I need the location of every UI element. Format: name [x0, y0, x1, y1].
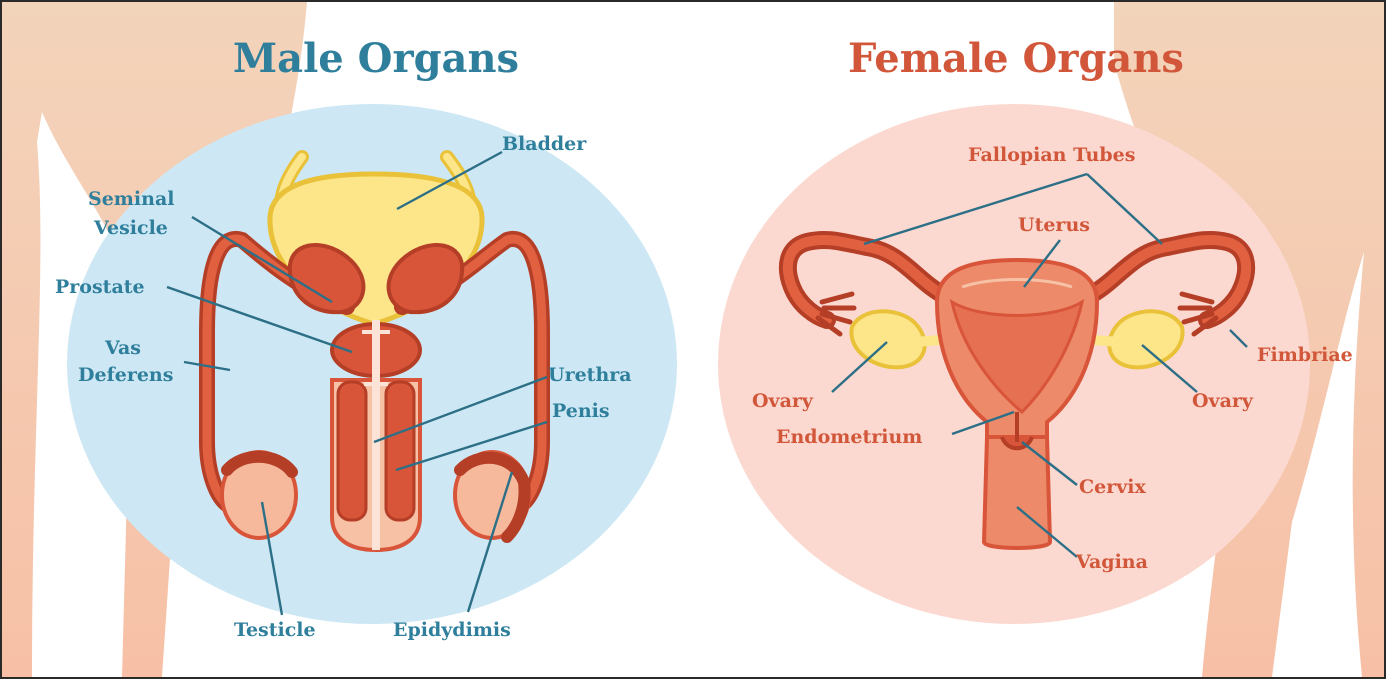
label-fallopian-tubes: Fallopian Tubes — [968, 144, 1135, 166]
label-testicle: Testicle — [234, 619, 316, 641]
label-penis: Penis — [552, 400, 610, 422]
label-urethra: Urethra — [548, 364, 632, 386]
label-vas-deferens-line2: Deferens — [78, 364, 173, 386]
left-corpus — [338, 382, 366, 520]
label-fimbriae: Fimbriae — [1257, 344, 1353, 366]
label-cervix: Cervix — [1079, 476, 1146, 498]
vagina — [984, 437, 1050, 548]
label-bladder: Bladder — [502, 133, 587, 155]
label-seminal-vesicle-line1: Seminal — [88, 188, 174, 210]
label-endometrium: Endometrium — [776, 426, 922, 448]
label-vas-deferens-line1: Vas — [104, 337, 141, 359]
label-uterus: Uterus — [1018, 214, 1090, 236]
female-organs-title: Female Organs — [848, 35, 1184, 82]
label-ovary-right: Ovary — [1192, 390, 1254, 412]
label-seminal-vesicle-line2: Vesicle — [93, 217, 168, 239]
right-corpus — [386, 382, 414, 520]
male-organs-title: Male Organs — [233, 35, 519, 82]
label-vagina: Vagina — [1075, 551, 1148, 573]
label-epididymis: Epidydimis — [393, 619, 511, 641]
label-ovary-left: Ovary — [752, 390, 814, 412]
label-prostate: Prostate — [55, 276, 145, 298]
